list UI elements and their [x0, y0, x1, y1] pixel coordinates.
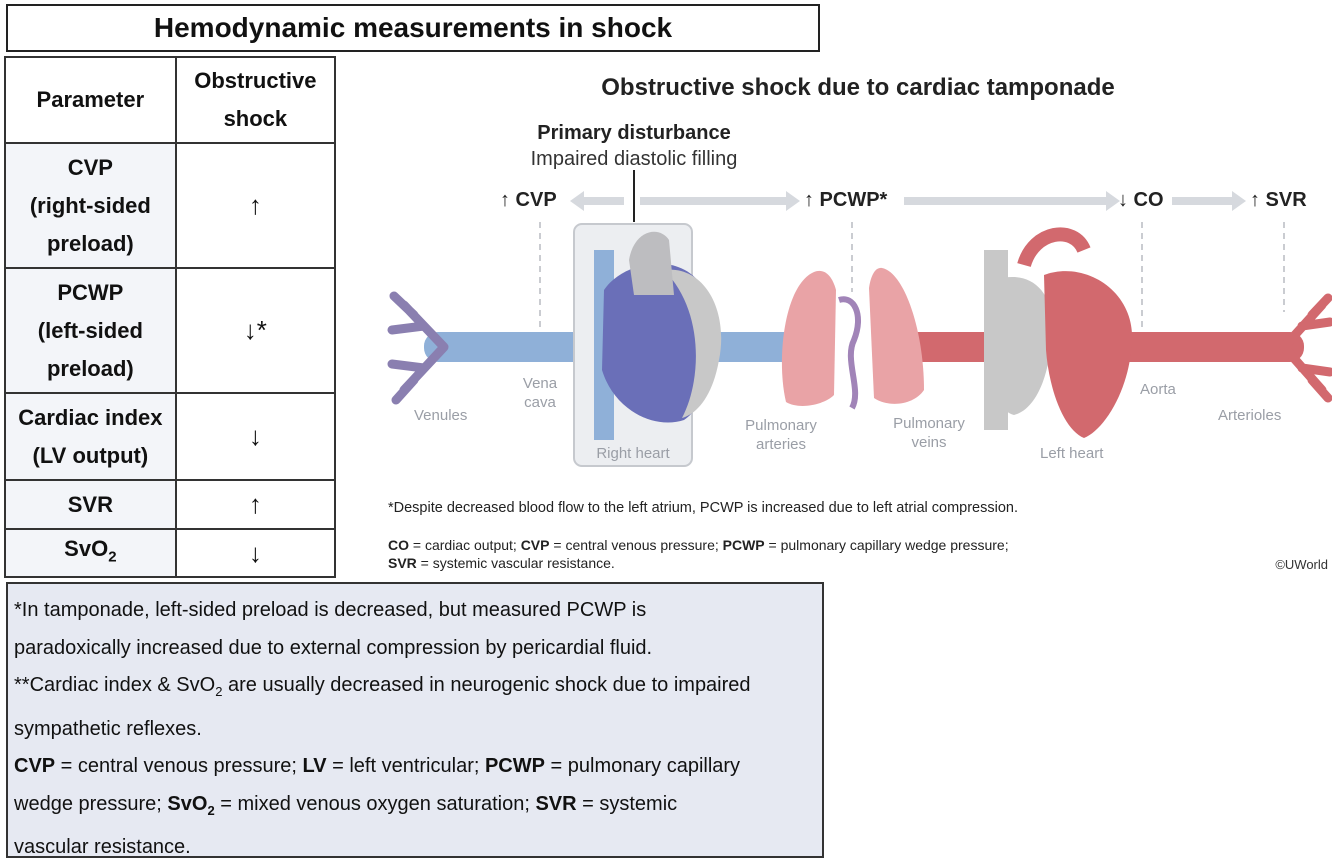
primary-disturbance-heading: Primary disturbance	[537, 122, 731, 144]
tamponade-figure: Obstructive shock due to cardiac tampona…	[384, 60, 1332, 580]
value-svo2: ↓	[174, 527, 337, 579]
label-arterioles: Arterioles	[1218, 407, 1282, 424]
left-heart-gray	[987, 277, 1053, 415]
label-svr: ↑ SVR	[1250, 189, 1307, 211]
copyright: ©UWorld	[1275, 557, 1328, 572]
pulmonary-vessels	[838, 296, 861, 410]
lung-right	[869, 267, 924, 404]
label-pulmonary-arteries: Pulmonary arteries	[745, 417, 817, 453]
circulation-illustration	[387, 170, 1332, 467]
right-heart-vessel-top	[629, 231, 674, 295]
header-parameter: Parameter	[4, 56, 177, 144]
label-vena-cava: Vena cava	[522, 375, 558, 411]
note-line: **Cardiac index & SvO2 are usually decre…	[14, 674, 751, 699]
page-title: Hemodynamic measurements in shock	[6, 4, 820, 52]
label-right-heart: Right heart	[596, 445, 670, 462]
label-venules: Venules	[414, 407, 468, 424]
note-fragment: **Cardiac index & SvO	[14, 674, 216, 696]
label-aorta: Aorta	[1140, 381, 1176, 398]
figure-title: Obstructive shock due to cardiac tampona…	[601, 74, 1115, 101]
notes-box: *In tamponade, left-sided preload is dec…	[6, 582, 824, 858]
arrow-to-co	[904, 191, 1120, 211]
label-left-heart: Left heart	[1040, 445, 1104, 462]
param-svo2: SvO2	[4, 527, 177, 579]
note-fragment: are usually decreased in neurogenic shoc…	[222, 674, 751, 696]
abbr-line: CVP = central venous pressure; LV = left…	[14, 755, 741, 777]
label-pulmonary-veins: Pulmonary veins	[893, 415, 965, 451]
note-line: *In tamponade, left-sided preload is dec…	[14, 599, 647, 621]
note-line: paradoxically increased due to external …	[14, 636, 653, 659]
note-line: sympathetic reflexes.	[14, 717, 202, 740]
venules-branches	[387, 291, 449, 405]
arrow-cvp-left	[570, 191, 624, 211]
flow-arrows	[570, 191, 1246, 211]
value-cardiac-index: ↓	[174, 392, 337, 481]
label-co: ↓ CO	[1118, 189, 1164, 211]
table-row: SvO2 ↓	[4, 527, 337, 579]
arrow-to-pcwp	[640, 191, 800, 211]
table-row: Cardiac index(LV output) ↓	[4, 392, 337, 481]
label-cvp: ↑ CVP	[500, 189, 557, 211]
dashed-guides	[539, 222, 1285, 332]
value-cvp: ↑	[174, 142, 337, 269]
abbr-line: vascular resistance.	[14, 836, 191, 858]
figure-footnote: *Despite decreased blood flow to the lef…	[388, 500, 1018, 516]
left-heart-red	[1044, 271, 1133, 438]
param-svr: SVR	[4, 479, 177, 530]
figure-abbreviations: CO = cardiac output; CVP = central venou…	[388, 537, 1009, 571]
lung-left	[781, 270, 836, 406]
primary-disturbance-sub: Impaired diastolic filling	[530, 148, 738, 170]
arrow-to-svr	[1172, 191, 1246, 211]
label-pcwp: ↑ PCWP*	[804, 189, 888, 211]
abbr-line: wedge pressure; SvO2 = mixed venous oxyg…	[14, 792, 678, 818]
aortic-arch	[1017, 227, 1091, 268]
arterioles-branches	[1279, 293, 1332, 403]
param-cardiac-index: Cardiac index(LV output)	[4, 392, 177, 481]
right-heart-left-side	[664, 269, 722, 418]
table-row: SVR ↑	[4, 479, 337, 530]
value-svr: ↑	[174, 479, 337, 530]
value-pcwp: ↓*	[174, 267, 337, 394]
